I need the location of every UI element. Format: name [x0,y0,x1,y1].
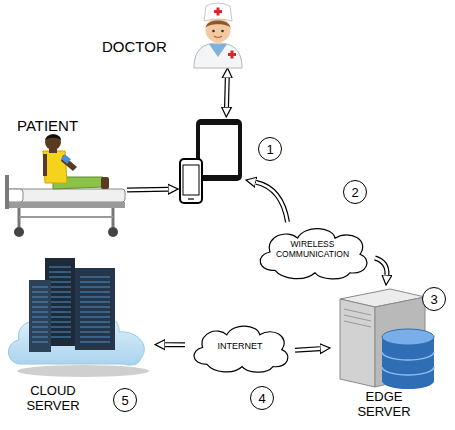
callout-number: 5 [113,388,137,412]
callout-number: 1 [258,137,282,161]
server-label: CLOUD SERVER [21,384,85,414]
callout-number: 2 [343,180,367,204]
role-label: DOCTOR [102,38,167,55]
hollow-arrow [226,78,228,107]
role-label: PATIENT [17,117,78,134]
doctor-icon [188,0,248,68]
hollow-arrow [127,189,168,191]
hollow-arrow [295,349,320,351]
doctor-figure: DOCTOR [100,0,250,68]
cloud-label: WIRELESS COMMUNICATION [268,240,357,260]
callout-number: 4 [250,386,274,410]
hollow-arrow [165,344,185,345]
patient-figure: PATIENT [5,115,127,240]
mobile-device: 1 [178,117,246,207]
internet-cloud: INTERNET [185,320,295,375]
cloud-server-icon [5,250,155,378]
cloud-label: INTERNET [195,341,285,351]
hollow-arrow [375,258,387,275]
tablet-phone-icon [178,117,246,207]
wireless-cloud: WIRELESS COMMUNICATION [250,222,375,282]
hollow-arrow [256,182,288,222]
cloud-server: CLOUD SERVER 5 [5,250,155,422]
edge-server: EDGE SERVER3 [330,285,442,425]
callout-number: 3 [422,287,446,311]
server-label: EDGE SERVER [348,390,420,420]
patient-on-bed-icon [5,137,127,240]
